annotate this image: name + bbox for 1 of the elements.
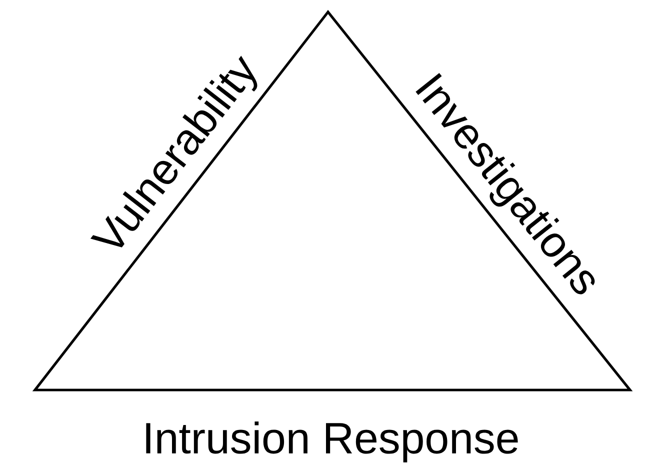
- side-label: Intrusion Response: [146, 422, 518, 462]
